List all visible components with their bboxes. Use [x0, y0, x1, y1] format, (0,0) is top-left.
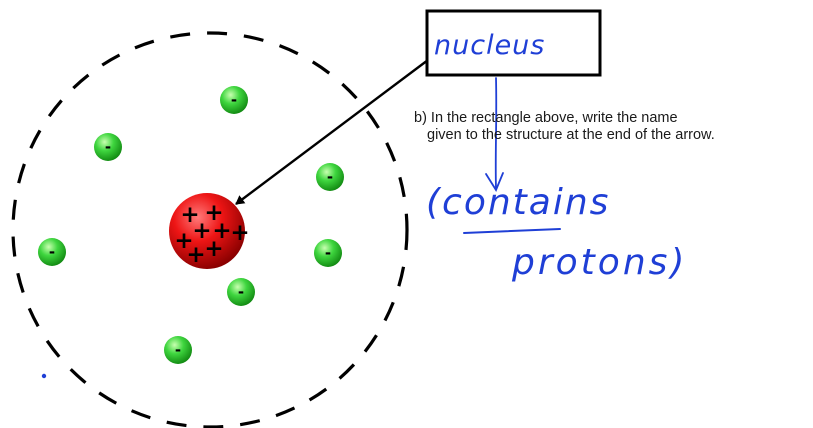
electron: -: [220, 86, 248, 114]
electron: -: [38, 238, 66, 266]
electron: -: [94, 133, 122, 161]
nucleus: ++++++++: [169, 193, 250, 269]
proton-charge: +: [186, 242, 205, 268]
proton-charges: ++++++++: [174, 200, 249, 268]
proton-charge: +: [180, 202, 199, 228]
question-line-2: given to the structure at the end of the…: [427, 127, 715, 143]
annotation-line-2: protons): [511, 242, 687, 283]
electron-charge: -: [49, 243, 55, 261]
question-line-1: b) In the rectangle above, write the nam…: [414, 110, 678, 126]
ink-dot: [41, 373, 47, 379]
electron-charge: -: [238, 283, 244, 301]
electron: -: [314, 239, 342, 267]
annotation-underline: [463, 228, 561, 234]
proton-charge: +: [192, 218, 211, 244]
pointer-arrow: [235, 59, 429, 205]
electron-charge: -: [325, 244, 331, 262]
electron-charge: -: [175, 341, 181, 359]
question-text: b) In the rectangle above, write the nam…: [414, 110, 809, 144]
electron-charge: -: [231, 91, 237, 109]
proton-charge: +: [204, 236, 223, 262]
annotation-line-1: (contains: [426, 182, 610, 223]
electron-shell: [11, 31, 409, 428]
answer-label: nucleus: [434, 30, 545, 61]
electron: -: [227, 278, 255, 306]
electron-charge: -: [105, 138, 111, 156]
proton-charge: +: [204, 200, 223, 226]
handwritten-arrow: [485, 77, 504, 192]
electron: -: [164, 336, 192, 364]
electron-charge: -: [327, 168, 333, 186]
electron: -: [316, 163, 344, 191]
proton-charge: +: [212, 218, 231, 244]
answer-box[interactable]: [425, 9, 602, 77]
proton-charge: +: [230, 220, 249, 246]
proton-charge: +: [174, 228, 193, 254]
electrons: - - - - - - -: [38, 86, 344, 364]
